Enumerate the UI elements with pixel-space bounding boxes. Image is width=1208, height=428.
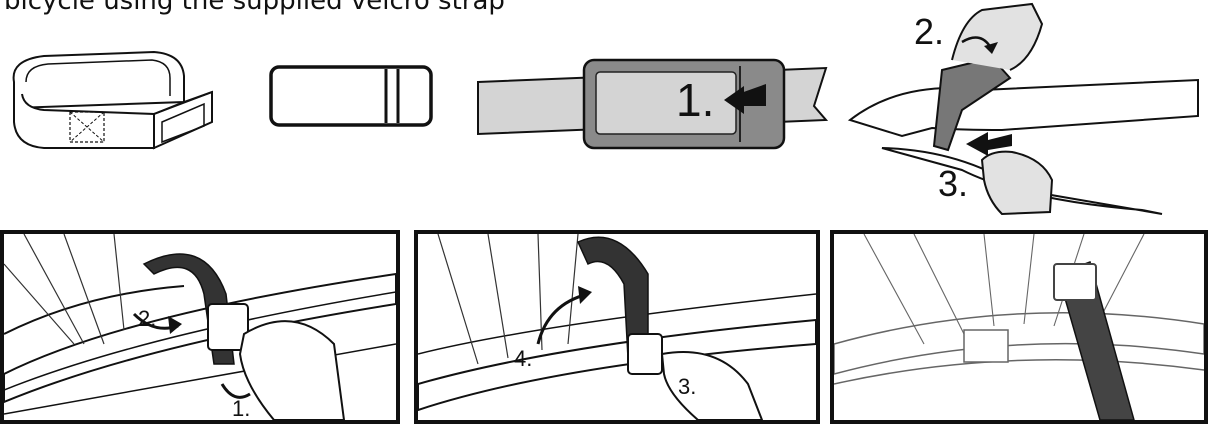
step-1-label: 1. <box>676 74 714 126</box>
panel-wrap-strap: 2. 1. <box>0 230 400 424</box>
wheel-wrap-illustration: 2. 1. <box>4 234 396 420</box>
panel-tighten-strap: 4. 3. <box>414 230 820 424</box>
buckle-attach-illustration: 2. 3. <box>842 0 1204 220</box>
instruction-caption: bicycle using the supplied velcro strap <box>4 0 505 16</box>
strap-threading-illustration: 1. <box>474 54 830 154</box>
panel-1-step-1-label: 1. <box>232 396 250 420</box>
buckle-illustration <box>268 64 436 130</box>
step-2-label: 2. <box>914 11 944 52</box>
panel-2-step-4-label: 4. <box>514 346 532 371</box>
coiled-strap-illustration <box>4 42 216 172</box>
panel-1-step-2-label: 2. <box>138 306 156 331</box>
panel-strap-result <box>830 230 1208 424</box>
wheel-result-illustration <box>834 234 1204 420</box>
panel-2-step-3-label: 3. <box>678 374 696 399</box>
wheel-tighten-illustration: 4. 3. <box>418 234 816 420</box>
step-3-label: 3. <box>938 163 968 204</box>
